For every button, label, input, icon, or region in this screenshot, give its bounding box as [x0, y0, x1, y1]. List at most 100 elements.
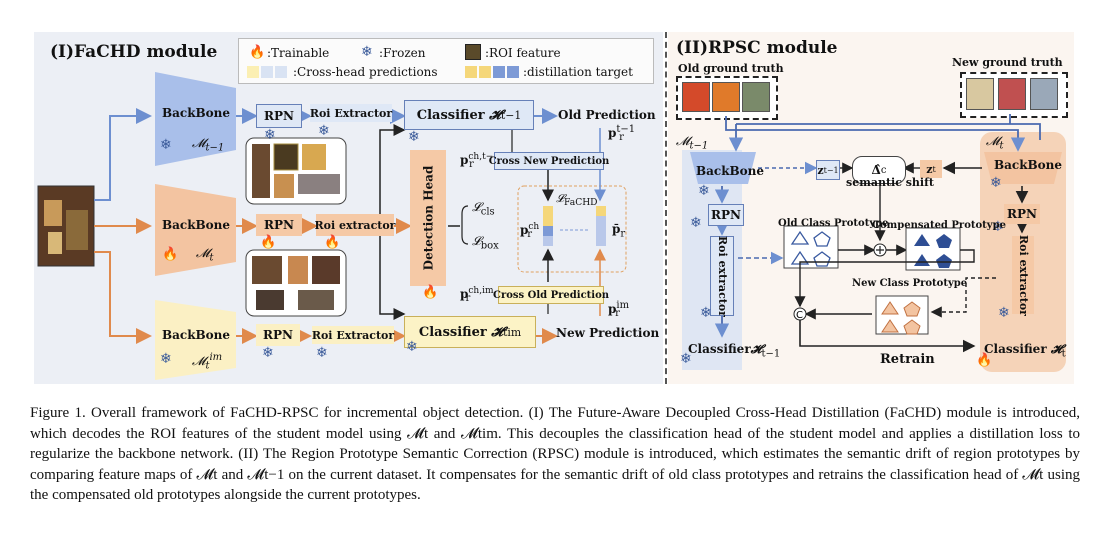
rpsc-rpn-cur-frozen-icon: ❄	[992, 219, 1004, 235]
backbone-prev-label: BackBone	[162, 106, 231, 120]
rpsc-backbone-prev-shape	[690, 152, 756, 184]
rpn-bot: RPN	[256, 324, 300, 346]
cross-new-prediction: Cross New Prediction	[489, 152, 609, 170]
roi-thumb-top-5	[298, 174, 340, 194]
roi-extractor-top: Roi Extractor	[310, 104, 392, 122]
comp-proto-label: Compensated Prototype	[872, 220, 1006, 231]
old-gt-thumb-3	[742, 82, 770, 112]
legend-trainable: :Trainable	[267, 46, 330, 60]
roi-extractor-mid: Roi extractor	[315, 214, 395, 236]
rpn-mid-trainable-icon: 🔥	[260, 235, 277, 250]
fachd-diagram	[37, 72, 627, 380]
roi-mid-trainable-icon: 🔥	[324, 235, 341, 250]
fachd-panel	[34, 32, 663, 384]
new-gt-thumb-2	[998, 78, 1026, 110]
rpsc-classifier-prev: Classifier𝓗t−1	[688, 342, 781, 360]
roi-thumb-bot-2	[288, 256, 308, 284]
roi-bot-frozen-icon: ❄	[316, 345, 328, 361]
backbone-prev-shape	[155, 72, 236, 166]
old-gt-label: Old ground truth	[678, 62, 784, 75]
old-prediction: Old Prediction	[558, 108, 656, 122]
rpsc-classifier-cur: Classifier 𝓗t	[984, 342, 1066, 360]
old-proto-pent-1	[813, 231, 831, 247]
bar-bar-4	[596, 236, 606, 246]
comp-proto-tri-2	[914, 254, 930, 266]
new-prediction: New Prediction	[556, 326, 660, 340]
classifier-im-frozen-icon: ❄	[406, 339, 418, 355]
backbone-prev-frozen-icon: ❄	[160, 137, 172, 153]
arrow-newgt-to-cur	[736, 123, 1041, 140]
new-proto-box	[875, 295, 929, 335]
retrain-label: Retrain	[880, 352, 935, 367]
p-old: pt−1r	[608, 124, 636, 144]
legend-swatch-distill-1	[465, 66, 477, 78]
roi-thumb-bot-1	[252, 256, 282, 284]
rpsc-classifier-cur-trainable-icon: 🔥	[976, 353, 993, 368]
arrow-comp-concat	[794, 249, 975, 308]
backbone-cur-label: BackBone	[162, 218, 231, 232]
new-proto-label: New Class Prototype	[852, 278, 968, 289]
p-ch: pchr	[520, 222, 540, 241]
bar-bar-3	[596, 226, 606, 236]
rpsc-rpn-prev-frozen-icon: ❄	[690, 215, 702, 231]
comp-proto-pent-1	[936, 234, 952, 248]
old-gt-thumb-2	[712, 82, 740, 112]
p-ch-im: pch,imr	[460, 286, 494, 305]
flame-icon: 🔥	[249, 45, 266, 60]
roi-thumb-top-4	[274, 174, 294, 198]
roi-thumb-top-1	[252, 144, 270, 198]
rpsc-roi-cur: Roi extractor	[1012, 235, 1034, 315]
backbone-cur-trainable-icon: 🔥	[162, 247, 179, 262]
new-proto-pent-1	[903, 301, 921, 317]
semantic-shift-label: semantic shift	[846, 176, 934, 189]
rpsc-backbone-cur-frozen-icon: ❄	[990, 175, 1002, 191]
p-im: pimr	[608, 300, 630, 320]
new-gt-thumb-1	[966, 78, 994, 110]
legend-swatch-blue-light-2	[275, 66, 287, 78]
rpn-bot-frozen-icon: ❄	[262, 345, 274, 361]
legend-swatch-distill-3	[493, 66, 505, 78]
roi-extractor-bot: Roi Extractor	[312, 326, 394, 344]
legend-distill: :distillation target	[523, 65, 633, 79]
roi-thumb-bot-5	[298, 290, 334, 310]
delta-box: Δ̂c	[852, 156, 906, 184]
rpsc-backbone-cur-shape	[984, 152, 1062, 184]
p-ch-old: pch,t−1r	[460, 152, 499, 171]
legend-swatch-yellow	[247, 66, 259, 78]
branch-arrow-top	[94, 108, 152, 201]
fachd-title: (I)FaCHD module	[50, 42, 218, 62]
legend-frozen: :Frozen	[379, 46, 426, 60]
input-image-detail-3	[48, 232, 62, 254]
input-image-detail-2	[66, 210, 88, 250]
comp-proto-box	[905, 227, 961, 271]
new-proto-tri-1	[881, 301, 899, 315]
bar-bar-2	[596, 216, 606, 226]
concat-c: C	[796, 310, 803, 321]
old-proto-label: Old Class Prototype	[778, 218, 889, 229]
backbone-im-frozen-icon: ❄	[160, 351, 172, 367]
legend-cross-head: :Cross-head predictions	[293, 65, 438, 79]
legend-swatch-distill-2	[479, 66, 491, 78]
legend-swatch-blue-light	[261, 66, 273, 78]
rpsc-backbone-prev: BackBone	[696, 164, 765, 178]
legend: 🔥 :Trainable ❄ :Frozen :ROI feature :Cro…	[238, 38, 654, 84]
bar-ch-1	[543, 206, 553, 216]
rpn-mid: RPN	[256, 214, 302, 236]
loss-brace	[461, 205, 469, 245]
rpsc-roi-prev-frozen-icon: ❄	[700, 305, 712, 321]
rpsc-model-prev: 𝓜t−1	[676, 134, 709, 152]
rpsc-roi-prev: Roi extractor	[710, 236, 734, 316]
roi-feature-icon	[465, 44, 481, 60]
p-bar: p̄r	[612, 222, 626, 240]
branch-arrow-bot	[94, 251, 152, 344]
comp-proto-tri-1	[914, 234, 930, 246]
rpsc-backbone-cur: BackBone	[994, 158, 1063, 172]
plus-cross	[876, 246, 884, 254]
backbone-cur-shape	[155, 184, 236, 276]
bar-ch-3	[543, 226, 553, 236]
rpn-top: RPN	[256, 104, 302, 128]
detection-head-trainable-icon: 🔥	[422, 285, 439, 300]
new-gt-label: New ground truth	[952, 56, 1063, 69]
